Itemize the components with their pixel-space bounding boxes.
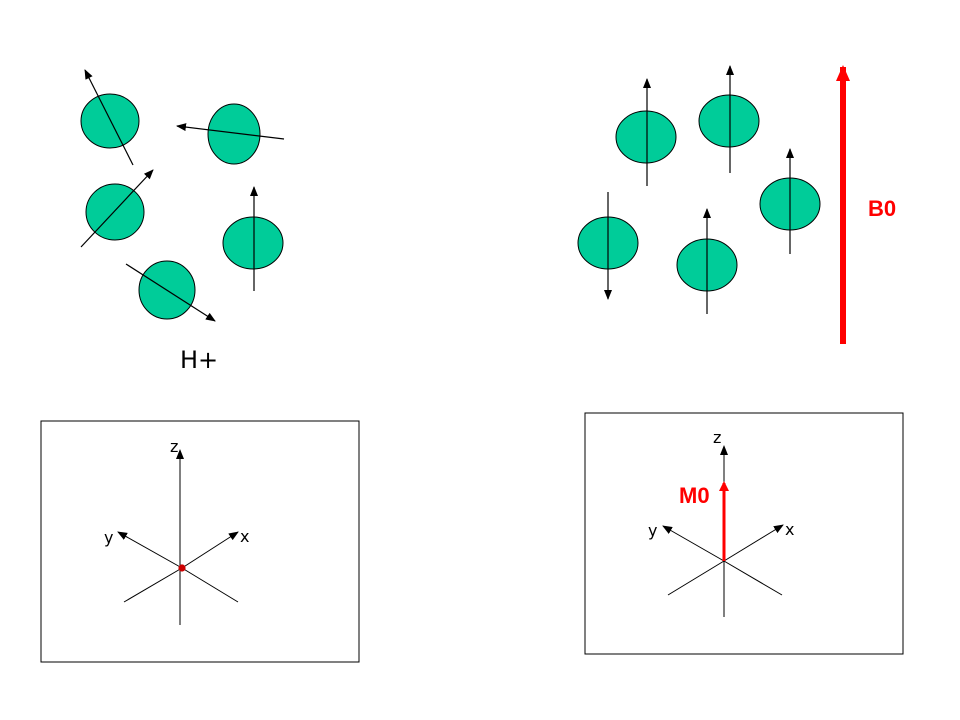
origin-dot — [178, 564, 186, 572]
random-spins-group — [80, 69, 285, 322]
z-axis-label: z — [713, 428, 721, 447]
spin-proton — [615, 78, 677, 186]
right-panel-frame — [584, 412, 904, 655]
left-panel-frame — [40, 420, 360, 663]
spin-proton — [759, 148, 821, 254]
m0-label: M0 — [679, 483, 710, 508]
b0-label: B0 — [868, 196, 896, 221]
spin-proton — [222, 186, 284, 291]
y-axis-label: y — [104, 528, 113, 547]
left-axes-panel: z y x — [40, 420, 360, 663]
aligned-spins-group — [577, 65, 821, 314]
x-axis-label: x — [785, 520, 794, 539]
hydrogen-ion-label: H+ — [180, 346, 218, 374]
y-axis-label: y — [648, 521, 657, 540]
right-axes-panel: M0 z y x — [584, 412, 904, 655]
spin-proton — [676, 208, 738, 314]
x-axis — [181, 531, 239, 569]
spin-proton — [80, 169, 154, 248]
spin-proton — [125, 260, 216, 322]
z-axis-label: z — [170, 437, 178, 456]
x-axis — [723, 524, 784, 562]
y-axis — [117, 531, 183, 569]
y-axis — [662, 525, 725, 562]
spin-proton — [698, 65, 760, 173]
spin-proton — [176, 103, 285, 165]
spin-proton — [80, 69, 140, 166]
x-axis-label: x — [240, 527, 249, 546]
spin-proton — [577, 192, 639, 300]
